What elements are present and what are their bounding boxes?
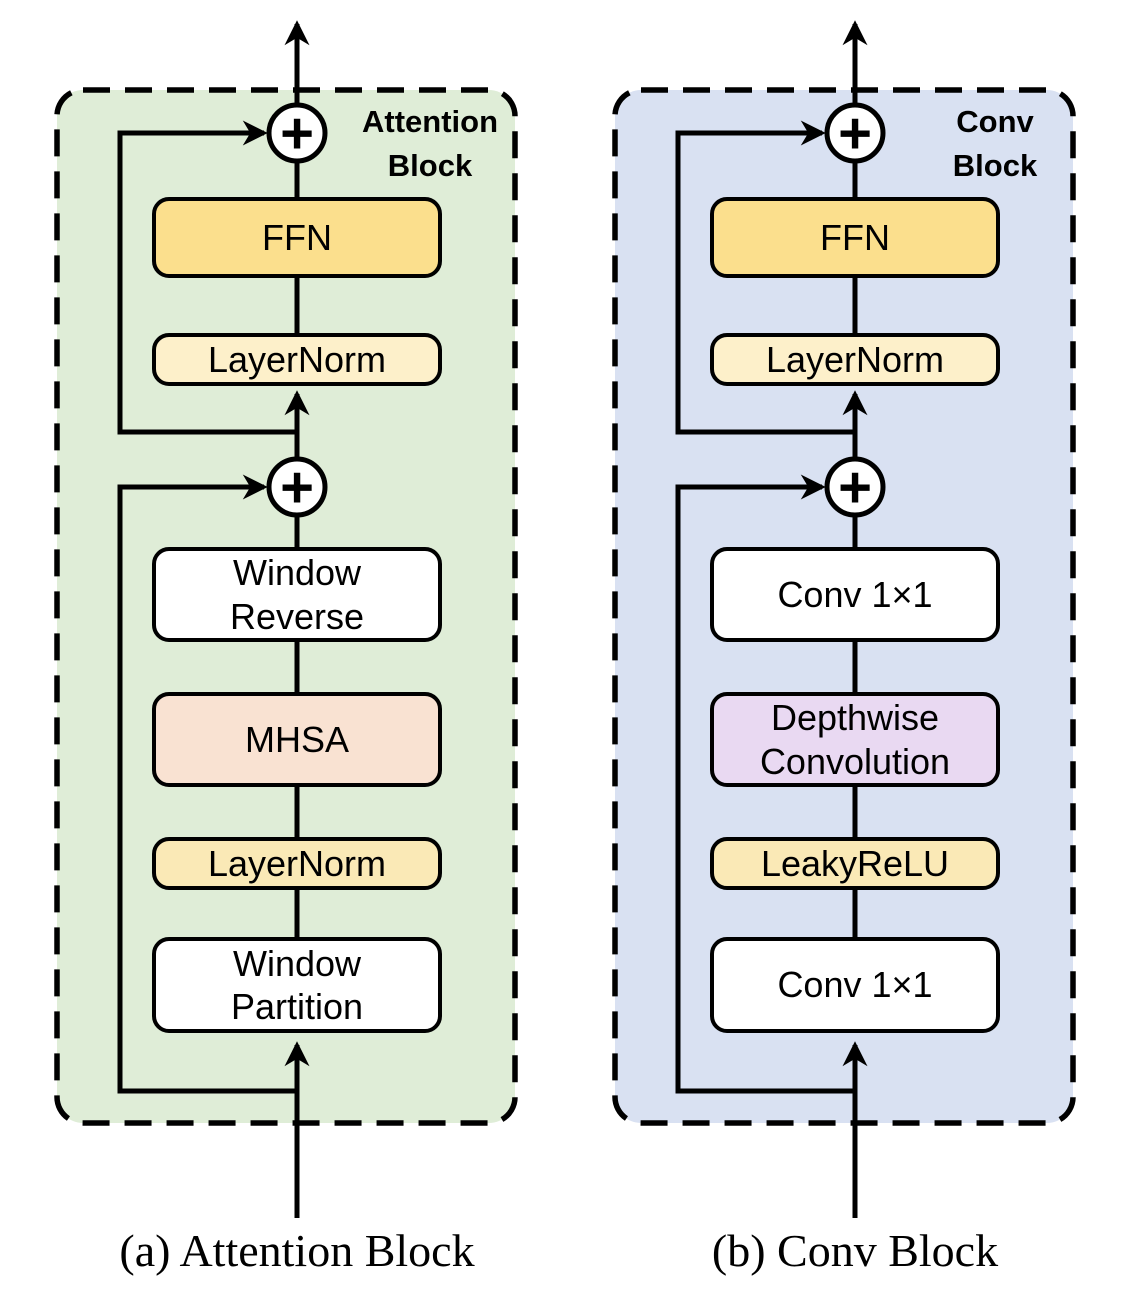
conv-block-title: Conv Block [952, 104, 1038, 184]
node-layernorm-bottom-attention: LayerNorm [152, 837, 442, 890]
node-label: Window Partition [230, 942, 364, 1027]
attention-add-node-mid [266, 456, 328, 518]
add-icon: + [280, 101, 314, 166]
node-window-reverse: Window Reverse [152, 547, 442, 642]
node-conv1x1-bottom: Conv 1×1 [710, 937, 1000, 1033]
node-label: LayerNorm [207, 842, 387, 884]
conv-residual-skip [675, 474, 855, 1094]
node-ffn-conv: FFN [710, 197, 1000, 278]
node-label: MHSA [244, 718, 349, 760]
caption-conv-block: (b) Conv Block [711, 1225, 999, 1276]
node-label: FFN [262, 216, 332, 258]
node-conv1x1-top: Conv 1×1 [710, 547, 1000, 642]
conv-add-node-mid [824, 456, 886, 518]
conv-add-node-top [824, 102, 886, 164]
conv-ffn-residual-skip [675, 120, 855, 435]
node-depthwise-convolution: Depthwise Convolution [710, 692, 1000, 787]
node-ffn-attention: FFN [152, 197, 442, 278]
add-icon: + [838, 455, 872, 520]
attention-mhsa-residual-skip [117, 474, 297, 1094]
add-icon: + [838, 101, 872, 166]
attention-ffn-residual-skip [117, 120, 297, 435]
node-label: Depthwise Convolution [759, 697, 951, 782]
node-label: LeakyReLU [760, 842, 950, 884]
node-label: Window Reverse [229, 552, 365, 637]
attention-block-title: Attention Block [361, 104, 499, 184]
attention-add-node-top [266, 102, 328, 164]
node-label: FFN [820, 216, 890, 258]
node-mhsa: MHSA [152, 692, 442, 787]
node-leakyrelu: LeakyReLU [710, 837, 1000, 890]
add-icon: + [280, 455, 314, 520]
caption-attention-block: (a) Attention Block [119, 1225, 475, 1276]
node-layernorm-conv: LayerNorm [710, 333, 1000, 386]
node-label: Conv 1×1 [777, 964, 933, 1006]
node-label: LayerNorm [207, 338, 387, 380]
node-label: Conv 1×1 [777, 573, 933, 615]
node-label: LayerNorm [765, 338, 945, 380]
node-layernorm-top-attention: LayerNorm [152, 333, 442, 386]
node-window-partition: Window Partition [152, 937, 442, 1033]
